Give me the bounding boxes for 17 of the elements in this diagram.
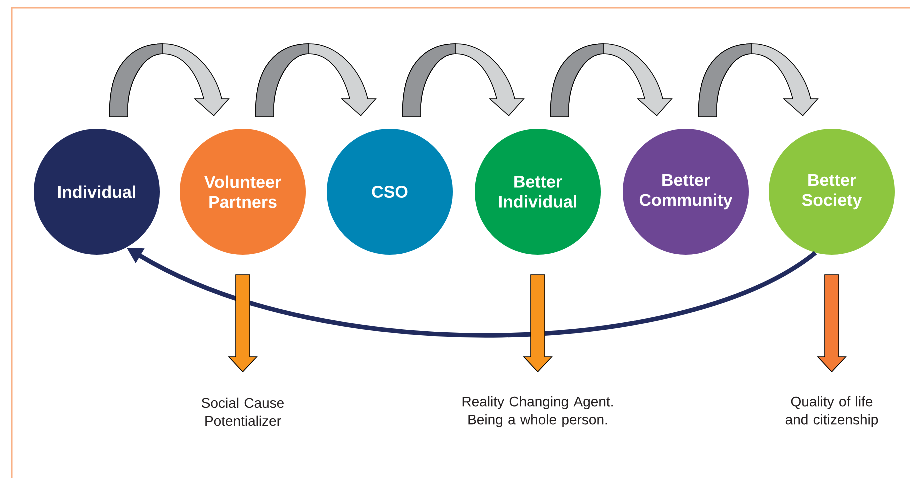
circle-node: Better Society [769, 129, 895, 255]
down-block-arrow [228, 274, 258, 373]
curved-block-arrow [402, 44, 524, 118]
circle-node: Better Community [623, 129, 749, 255]
outcome-text: Reality Changing Agent. Being a whole person. [462, 396, 613, 428]
outcome-text: Social Cause Potentializer [202, 398, 284, 426]
circle-node: Better Individual [475, 129, 601, 255]
circle-node: CSO [327, 129, 453, 255]
circle-node: Volunteer Partners [180, 129, 306, 255]
circle-node: Individual [34, 129, 160, 255]
down-block-arrow [523, 274, 553, 373]
curved-block-arrow [110, 44, 230, 118]
curved-block-arrow [698, 44, 818, 118]
curved-block-arrow [550, 44, 672, 118]
down-block-arrow [817, 274, 847, 373]
curved-block-arrow [256, 44, 376, 118]
outcome-text: Quality of life and citizenship [786, 396, 878, 428]
